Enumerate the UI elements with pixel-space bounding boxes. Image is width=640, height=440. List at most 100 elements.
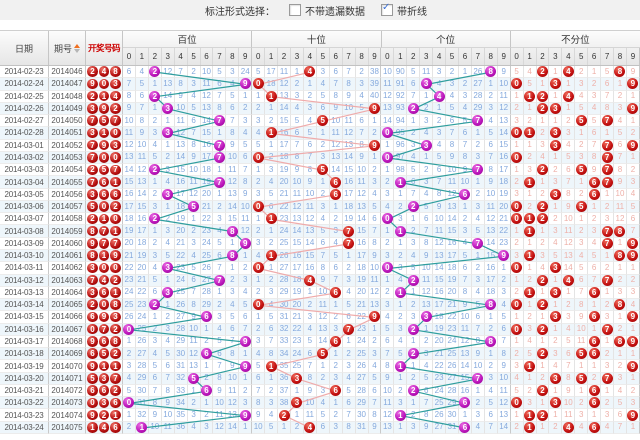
- omission-cell: 10: [239, 200, 253, 214]
- omission-value: 8: [307, 164, 313, 174]
- omission-value: 25: [202, 250, 211, 260]
- omission-cell: 26: [200, 262, 214, 275]
- omission-value: 23: [357, 324, 366, 334]
- omission-cell: 2: [394, 249, 408, 263]
- omission-value: 2: [553, 422, 558, 432]
- omission-cell: 2: [575, 66, 589, 79]
- omission-cell: 12: [614, 213, 627, 226]
- omission-cell: 1: [407, 286, 421, 300]
- omission-value: 1: [527, 299, 532, 309]
- omission-cell: 1: [562, 286, 576, 300]
- omission-cell: 25: [123, 299, 136, 312]
- omission-cell: 8: [252, 397, 266, 410]
- no-omission-label[interactable]: 不带遗漏数据: [305, 6, 365, 18]
- omission-value: 8: [423, 410, 429, 420]
- omission-value: 2: [617, 361, 623, 370]
- date-cell: 2014-03-19: [0, 360, 49, 373]
- drawn-digit-circle: 3: [549, 262, 561, 274]
- omission-cell: 31: [174, 360, 188, 373]
- omission-value: 2: [398, 201, 403, 211]
- omission-value: 1: [540, 115, 545, 125]
- omission-value: 2: [398, 385, 403, 395]
- omission-value: 6: [217, 348, 222, 358]
- omission-cell: 16: [135, 213, 149, 226]
- omission-value: 2: [191, 66, 196, 76]
- period-text: 2014065: [51, 300, 83, 310]
- omission-cell: 3: [316, 384, 330, 398]
- digit-header: 7: [472, 48, 485, 65]
- omission-value: 10: [253, 422, 263, 432]
- winning-ball: 0: [110, 213, 121, 225]
- omission-value: 16: [460, 385, 470, 395]
- sort-icon[interactable]: [74, 43, 80, 53]
- omission-value: 9: [372, 250, 377, 260]
- omission-value: 1: [165, 299, 170, 309]
- omission-value: 9: [165, 397, 170, 407]
- omission-value: 35: [279, 361, 289, 370]
- omission-value: 1: [398, 189, 403, 199]
- omission-cell: 4: [342, 372, 356, 385]
- winning-ball: 6: [110, 422, 121, 433]
- omission-cell: 5: [187, 102, 201, 116]
- omission-cell: 5: [562, 151, 576, 165]
- omission-value: 31: [176, 361, 186, 370]
- omission-cell: 2: [614, 274, 627, 287]
- winning-ball: 0: [98, 201, 110, 212]
- omission-value: 6: [579, 275, 584, 285]
- omission-value: 17: [486, 275, 496, 285]
- omission-value: 7: [307, 152, 313, 162]
- omission-value: 20: [279, 177, 289, 187]
- omission-value: 4: [294, 103, 300, 113]
- omission-value: 10: [486, 189, 496, 199]
- omission-cell: 2: [471, 397, 485, 410]
- date-text: 2014-03-09: [4, 238, 44, 248]
- date-cell: 2014-02-28: [0, 127, 49, 140]
- polyline-label[interactable]: 带折线: [397, 6, 427, 18]
- omission-cell: 27: [471, 78, 485, 91]
- omission-value: 7: [372, 226, 377, 236]
- omission-value: 11: [305, 410, 315, 420]
- winning-ball: 9: [98, 139, 110, 151]
- omission-cell: 6: [200, 348, 214, 361]
- omission-cell: 2: [626, 164, 640, 177]
- omission-value: 2: [630, 275, 636, 285]
- omission-cell: 2: [601, 262, 615, 275]
- omission-value: 3: [294, 91, 300, 101]
- omission-value: 13: [499, 115, 509, 125]
- omission-cell: 1: [536, 225, 550, 238]
- omission-value: 1: [436, 103, 442, 113]
- omission-value: 15: [292, 238, 302, 248]
- polyline-checkbox[interactable]: [381, 2, 393, 16]
- omission-cell: 4: [316, 213, 330, 226]
- winning-ball: 1: [110, 225, 121, 237]
- drawn-digit-circle: 1: [136, 421, 148, 433]
- omission-value: 19: [176, 213, 186, 223]
- omission-value: 3: [268, 164, 274, 174]
- omission-cell: 4: [471, 421, 485, 434]
- omission-cell: 22: [497, 225, 511, 238]
- omission-cell: 4: [239, 286, 253, 300]
- date-cell: 2014-03-24: [0, 421, 49, 434]
- option-no-omission[interactable]: 不带遗漏数据: [289, 3, 365, 18]
- period-text: 2014049: [51, 103, 83, 113]
- omission-value: 10: [460, 177, 470, 187]
- option-polyline[interactable]: 带折线: [381, 2, 427, 18]
- date-text: 2014-03-06: [4, 202, 44, 212]
- drawn-digit-circle: 1: [524, 286, 536, 298]
- omission-value: 12: [382, 410, 392, 420]
- omission-value: 8: [385, 361, 390, 370]
- no-omission-checkbox[interactable]: [289, 4, 301, 16]
- omission-value: 1: [514, 336, 519, 346]
- omission-cell: 3: [549, 397, 563, 410]
- omission-cell: 7: [135, 102, 149, 116]
- omission-value: 13: [227, 189, 237, 199]
- omission-value: 23: [292, 336, 302, 346]
- omission-value: 2: [255, 103, 261, 113]
- period-cell: 2014050: [49, 115, 86, 128]
- omission-cell: 1: [265, 90, 279, 103]
- omission-cell: 20: [446, 286, 459, 300]
- omission-cell: 1: [471, 176, 485, 189]
